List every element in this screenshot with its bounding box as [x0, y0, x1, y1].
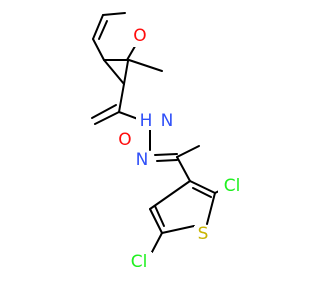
thiophene-sulfur-label: S [198, 224, 209, 244]
bond-s-c5 [161, 225, 195, 234]
bond-t-c3-c2 [189, 180, 216, 194]
bond-imine-methyl [176, 145, 200, 158]
bond-methyl [128, 59, 163, 72]
bond-c5-c4-double [154, 205, 165, 227]
chlorine-right-label: Cl [224, 176, 241, 196]
bond-c2-c3-double [123, 60, 129, 85]
bond-co-double-a [94, 111, 120, 125]
bond-t-c2-s [206, 192, 216, 225]
bond-c4-c5-double [98, 20, 108, 40]
amide-nitrogen-label: N [161, 111, 174, 131]
bond-co-double-b [91, 104, 117, 119]
chlorine-left-label: Cl [131, 252, 148, 272]
bond-c4-c5 [92, 14, 104, 40]
bond-c3-c4 [92, 38, 105, 61]
bond-c5-o [102, 12, 126, 16]
label-backdrop-carbonyl-o [115, 132, 135, 152]
amide-hydrogen-label: H [140, 111, 153, 131]
label-backdrop-amide-n [148, 112, 166, 130]
furan-oxygen-label: O [133, 26, 146, 46]
label-backdrop-imine-n [132, 151, 150, 169]
bond-n-c-imine-a [156, 159, 178, 162]
bond-imine-thiophene [176, 156, 191, 182]
carbonyl-oxygen-label: O [118, 130, 131, 150]
thiophene-ring [149, 180, 216, 234]
label-backdrop-cl-right [218, 176, 246, 196]
bond-c-nh [118, 111, 139, 120]
label-backdrop-sulfur [194, 226, 212, 246]
bond-c5-c4 [149, 208, 163, 234]
bond-c3-carbonyl [103, 59, 125, 85]
bond-n-c-imine-b [154, 153, 178, 156]
imine-nitrogen-label: N [136, 150, 149, 170]
label-backdrop-furan-o [128, 27, 150, 47]
label-backdrop-amide-h [136, 112, 152, 130]
label-backdrop-cl-left [124, 252, 152, 272]
bond-c4-c3 [149, 180, 191, 210]
bond-t-c3-c2-double [192, 187, 212, 198]
molecule-structure: O O N H N S Cl Cl [91, 12, 246, 272]
bond-c5-cl [151, 232, 163, 253]
bond-carbonyl-to-n [118, 83, 125, 113]
